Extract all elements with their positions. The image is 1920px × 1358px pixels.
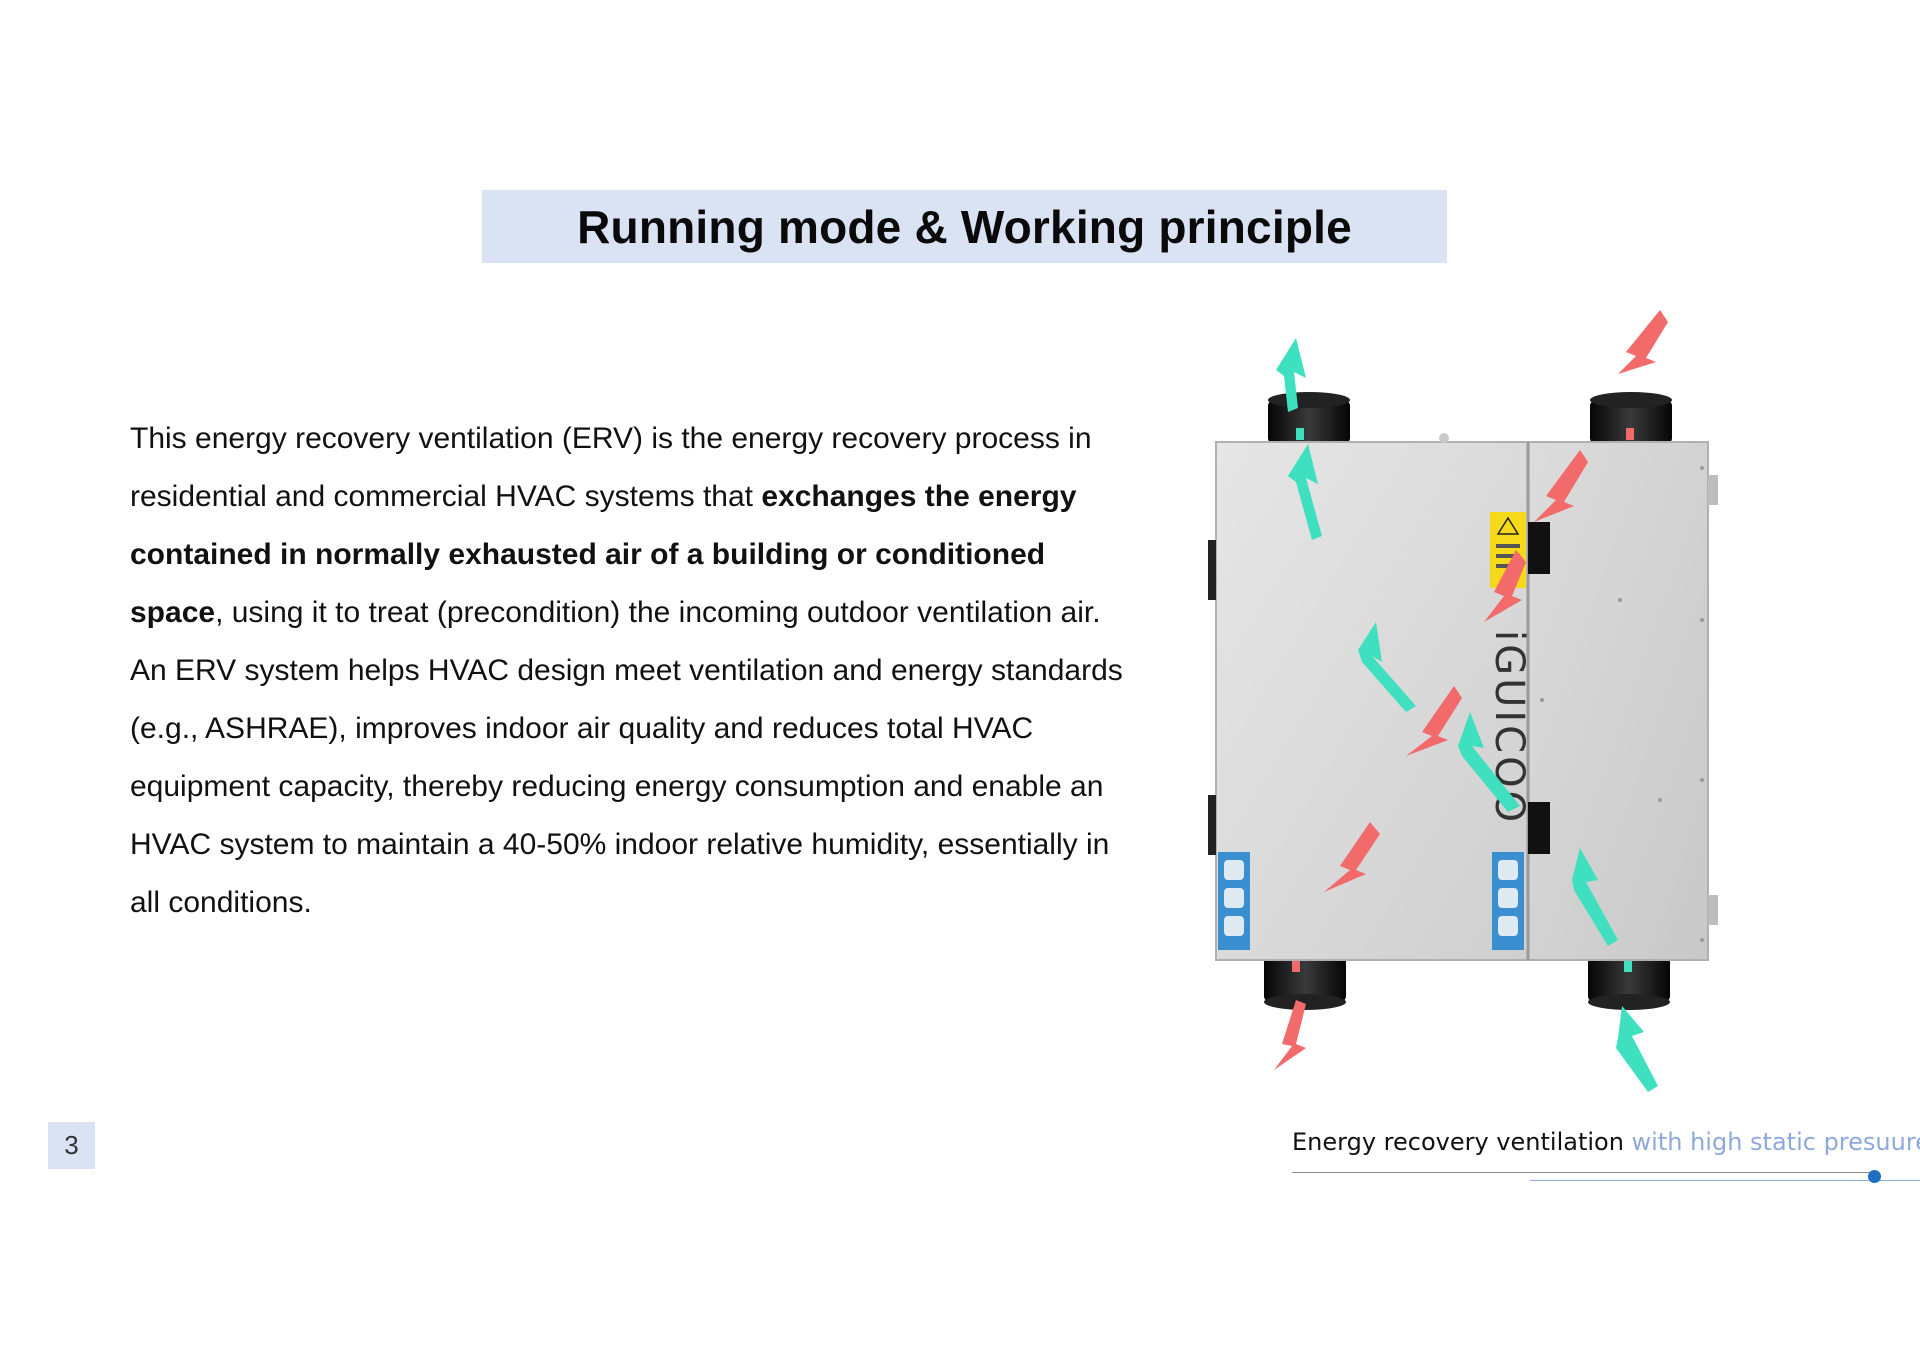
footer: Energy recovery ventilation with high st… [1292, 1128, 1920, 1184]
page-title: Running mode & Working principle [577, 200, 1352, 253]
title-banner: Running mode & Working principle [482, 190, 1447, 263]
footer-title-main: Energy recovery ventilation [1292, 1128, 1624, 1156]
fresh-air-arrows [1276, 338, 1658, 1092]
footer-dot [1868, 1170, 1881, 1183]
paragraph-2-text: An ERV system helps HVAC design meet ven… [130, 654, 1123, 919]
duct-collars [1264, 392, 1672, 1010]
exhaust-air-arrows [1274, 310, 1668, 1070]
footer-rule [1292, 1172, 1878, 1173]
paragraph-1-end: , using it to treat (precondition) the i… [215, 596, 1101, 629]
footer-title-sub: with high static presuure [1623, 1128, 1920, 1156]
description-text: This energy recovery ventilation (ERV) i… [130, 410, 1140, 932]
paragraph-1-bold: exchanges the energy contained in normal… [130, 480, 1077, 629]
footer-title: Energy recovery ventilation with high st… [1292, 1128, 1920, 1156]
erv-unit-figure: iGUICOO [1190, 300, 1750, 1100]
paragraph-1-text: This energy recovery ventilation (ERV) i… [130, 422, 1092, 513]
unit-body [1208, 433, 1718, 961]
page-number: 3 [48, 1122, 95, 1169]
footer-rule-accent [1530, 1180, 1920, 1181]
